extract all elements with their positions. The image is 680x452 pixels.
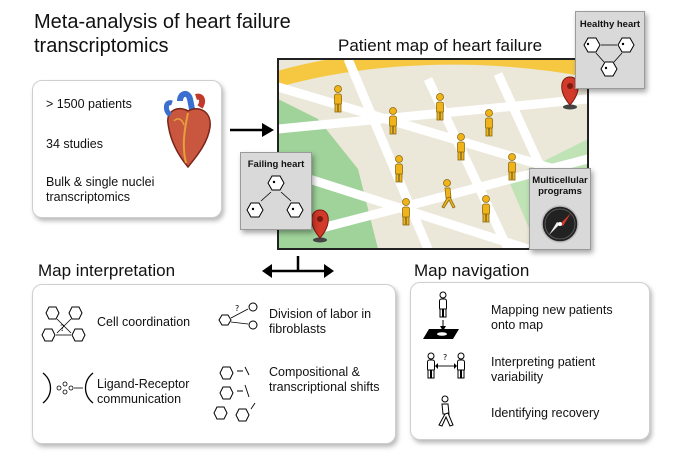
navigation-item-label: Identifying recovery — [491, 406, 600, 420]
person-icon — [485, 109, 493, 137]
person-icon — [436, 93, 444, 121]
patient-map — [277, 58, 589, 250]
person-icon — [395, 155, 403, 183]
patients-count: > 1500 patients — [46, 97, 132, 111]
interpretation-item-label: Division of labor in fibroblasts — [269, 307, 372, 336]
walking-person-icon — [441, 179, 456, 209]
person-icon — [389, 107, 397, 135]
page-title: Meta-analysis of heart failure transcrip… — [34, 11, 291, 57]
patient-icons — [311, 76, 579, 243]
svg-text:?: ? — [443, 353, 447, 362]
failing-heart-label: Failing heart — [247, 159, 305, 170]
programs-label: Multicellular programs — [532, 175, 588, 197]
compositional-shifts-icon — [213, 366, 256, 422]
heart-icon — [163, 91, 211, 169]
interpretation-item-label: Cell coordination — [97, 315, 191, 329]
person-icon — [482, 195, 490, 223]
map-patient-icon — [423, 291, 459, 339]
svg-text:?: ? — [235, 304, 239, 313]
compass-icon — [541, 205, 579, 243]
patient-variability-icon: ? — [427, 352, 465, 379]
person-icon — [334, 85, 342, 113]
person-icon — [457, 133, 465, 161]
interpretation-item-label: Ligand-Receptor communication — [97, 377, 190, 406]
navigation-title: Map navigation — [414, 261, 530, 280]
recovery-walking-icon — [438, 395, 454, 427]
navigation-card: Mapping new patients onto map ? Interpre… — [410, 282, 650, 440]
map-title: Patient map of heart failure — [338, 36, 543, 55]
person-icon — [508, 153, 516, 181]
map-pin-icon — [311, 209, 329, 243]
ligand-receptor-icon — [42, 372, 94, 404]
right-arrow-icon — [230, 123, 274, 137]
studies-count: 34 studies — [46, 137, 103, 151]
person-icon — [402, 198, 410, 226]
navigation-item-label: Interpreting patient variability — [491, 355, 596, 384]
cell-coordination-icon: ? — [41, 306, 86, 342]
failing-heart-box: Failing heart — [240, 152, 312, 230]
svg-text:?: ? — [60, 324, 65, 334]
navigation-item-label: Mapping new patients onto map — [491, 303, 613, 332]
multicellular-programs-box: Multicellular programs — [529, 168, 591, 250]
healthy-cell-network-icon — [583, 37, 635, 77]
interpretation-card: ? Cell coordination ? Division of labor … — [32, 284, 396, 444]
healthy-heart-label: Healthy heart — [579, 19, 641, 30]
double-arrow-icon — [262, 256, 334, 278]
map-pin-icon — [561, 76, 579, 110]
division-of-labor-icon: ? — [218, 302, 258, 330]
interpretation-item-label: Compositional & transcriptional shifts — [269, 365, 380, 394]
interpretation-title: Map interpretation — [38, 261, 176, 280]
data-type: Bulk & single nuclei transcriptomics — [46, 175, 155, 204]
healthy-heart-box: Healthy heart — [575, 11, 645, 89]
summary-card: > 1500 patients 34 studies Bulk & single… — [32, 80, 222, 218]
failing-cell-network-icon — [246, 175, 304, 218]
